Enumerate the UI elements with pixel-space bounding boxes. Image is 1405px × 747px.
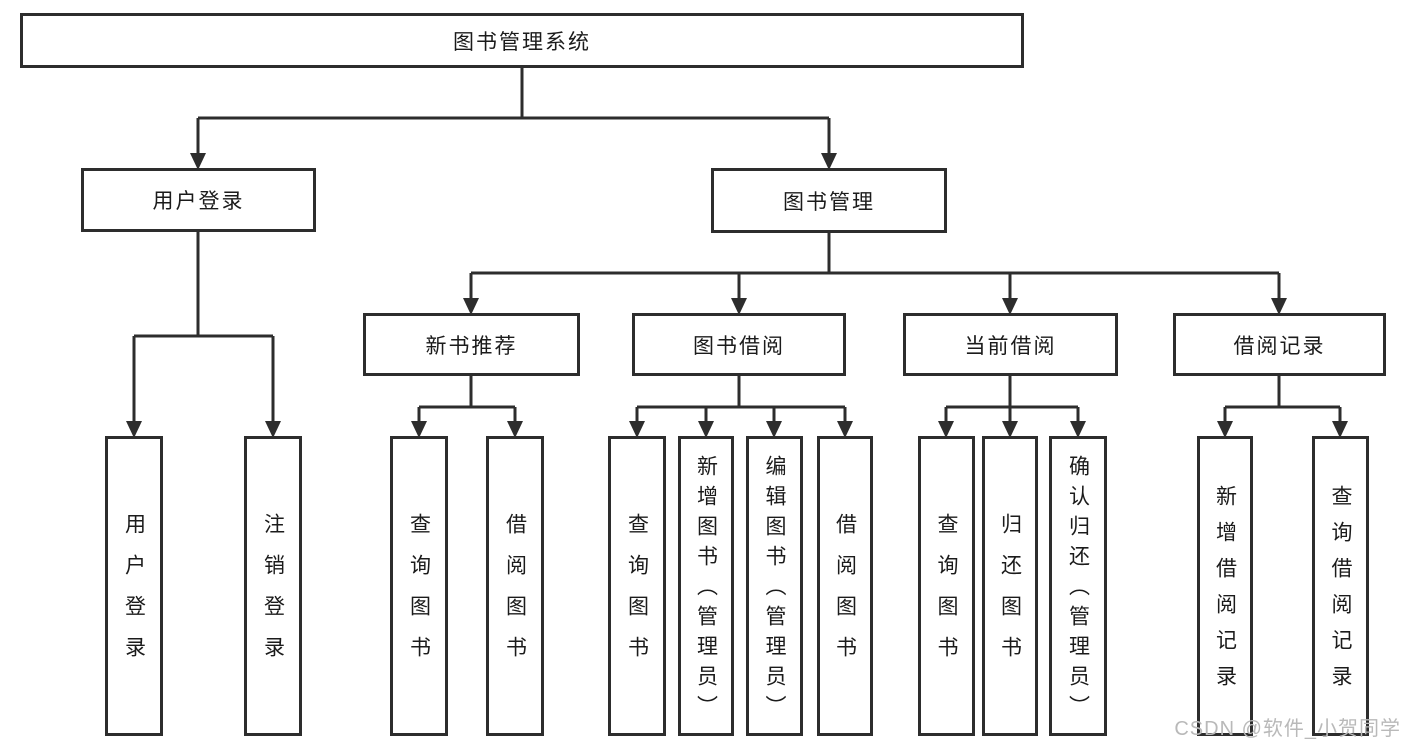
leaf-query-borrow-record: 查询借阅记录 bbox=[1312, 436, 1369, 736]
node-new-book-recommend: 新书推荐 bbox=[363, 313, 580, 376]
leaf-user-login: 用户登录 bbox=[105, 436, 163, 736]
leaf-recommend-borrow-book: 借阅图书 bbox=[486, 436, 544, 736]
csdn-watermark: CSDN @软件_小贺同学 bbox=[1174, 718, 1401, 740]
node-user-login: 用户登录 bbox=[81, 168, 316, 232]
node-book-management: 图书管理 bbox=[711, 168, 947, 233]
leaf-edit-book-admin: 编辑图书（管理员） bbox=[746, 436, 803, 736]
leaf-borrow-query-book: 查询图书 bbox=[608, 436, 666, 736]
leaf-logout: 注销登录 bbox=[244, 436, 302, 736]
leaf-add-book-admin: 新增图书（管理员） bbox=[678, 436, 734, 736]
node-borrow-records: 借阅记录 bbox=[1173, 313, 1386, 376]
node-root-system: 图书管理系统 bbox=[20, 13, 1024, 68]
leaf-add-borrow-record: 新增借阅记录 bbox=[1197, 436, 1253, 736]
leaf-confirm-return-admin: 确认归还（管理员） bbox=[1049, 436, 1107, 736]
leaf-borrow-book: 借阅图书 bbox=[817, 436, 873, 736]
node-book-borrow: 图书借阅 bbox=[632, 313, 846, 376]
node-current-borrow: 当前借阅 bbox=[903, 313, 1118, 376]
leaf-return-book: 归还图书 bbox=[982, 436, 1038, 736]
leaf-current-query-book: 查询图书 bbox=[918, 436, 975, 736]
leaf-recommend-query-book: 查询图书 bbox=[390, 436, 448, 736]
